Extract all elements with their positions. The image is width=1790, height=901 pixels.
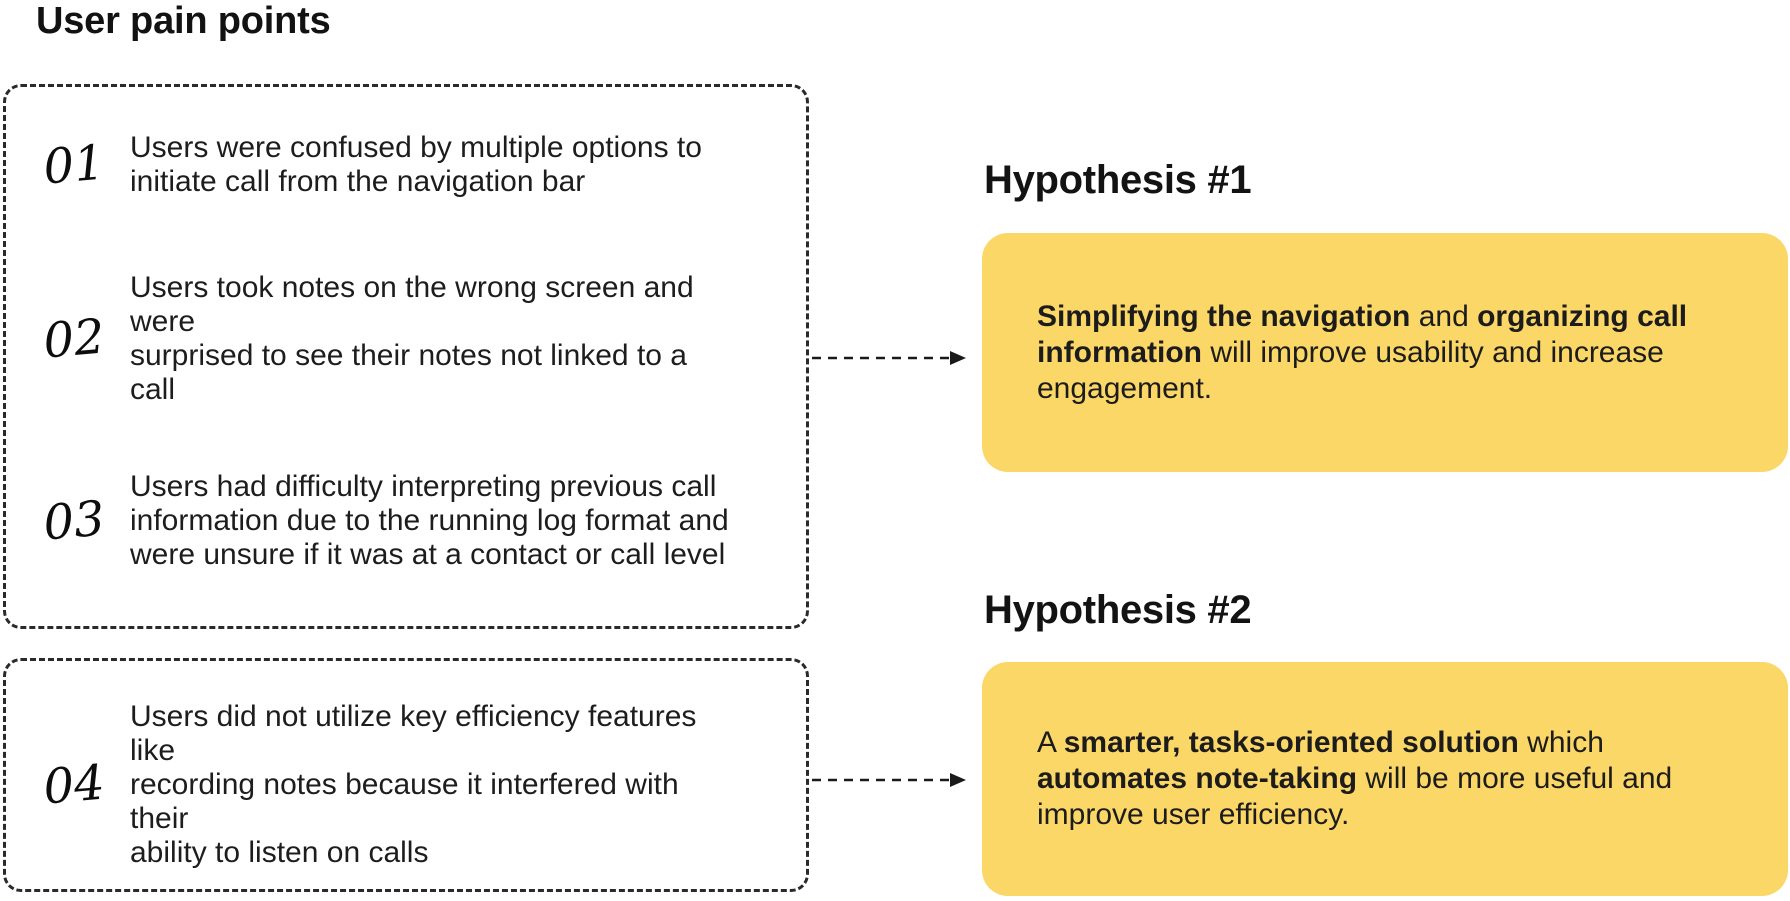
pain-point-item-4: 04 Users did not utilize key efficiency … bbox=[40, 700, 740, 869]
pain-point-item-2: 02 Users took notes on the wrong screen … bbox=[40, 271, 740, 406]
pain-point-item-3: 03 Users had difficulty interpreting pre… bbox=[40, 470, 740, 572]
pain-point-text-1: Users were confused by multiple options … bbox=[130, 131, 702, 198]
hypothesis-1-heading: Hypothesis #1 bbox=[984, 158, 1252, 202]
hypothesis-2-text: A smarter, tasks-oriented solution which… bbox=[1037, 726, 1673, 831]
hypothesis-2-heading: Hypothesis #2 bbox=[984, 588, 1252, 632]
hypothesis-1-card: Simplifying the navigation and organizin… bbox=[982, 233, 1788, 472]
pain-points-group-1-border bbox=[3, 84, 809, 629]
hypothesis-2-card: A smarter, tasks-oriented solution which… bbox=[982, 662, 1788, 896]
pain-point-number-1: 01 bbox=[41, 134, 107, 196]
pain-points-group-2-border bbox=[3, 658, 809, 892]
pain-point-item-1: 01 Users were confused by multiple optio… bbox=[40, 120, 740, 210]
arrow-to-hypothesis-2-icon bbox=[812, 773, 966, 787]
arrow-to-hypothesis-1-icon bbox=[812, 351, 966, 365]
pain-point-number-4: 04 bbox=[41, 754, 107, 816]
page-title: User pain points bbox=[36, 0, 331, 42]
hypothesis-1-text: Simplifying the navigation and organizin… bbox=[1037, 299, 1688, 405]
pain-point-number-3: 03 bbox=[41, 490, 107, 552]
pain-point-text-3: Users had difficulty interpreting previo… bbox=[130, 470, 729, 571]
pain-point-text-2: Users took notes on the wrong screen and… bbox=[130, 271, 694, 406]
pain-point-number-2: 02 bbox=[41, 308, 107, 370]
pain-point-text-4: Users did not utilize key efficiency fea… bbox=[130, 700, 697, 869]
